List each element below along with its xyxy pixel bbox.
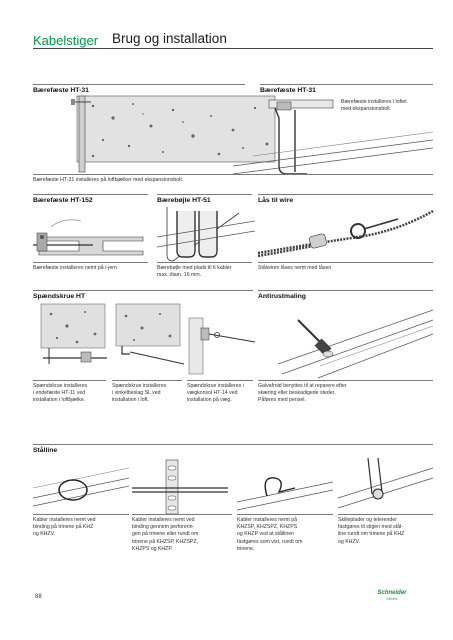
section-rule: [33, 194, 148, 195]
caption-ht152: Bærefæste installeres nemt på I-jern.: [33, 265, 119, 271]
section-title-ht51: Bærebøjle HT-51: [157, 197, 211, 204]
section-title-ht152: Bærefæste HT-152: [33, 197, 93, 204]
illustration-staalline-a: [32, 467, 130, 507]
section-rule: [112, 380, 182, 381]
section-rule: [157, 262, 252, 263]
illustration-spaendskrue-b: [115, 303, 185, 365]
caption-staalline-b: Kabler installeres nemt ved binding genn…: [132, 517, 199, 552]
section-rule: [258, 194, 433, 195]
caption-spaendskrue-a: Spændskrue installeres i endefæste HT-11…: [33, 383, 88, 404]
caption-antirust: Galvafroid benyttes til at reparere efte…: [258, 383, 347, 404]
section-rule: [260, 84, 433, 85]
logo-brand: Schneider: [377, 590, 407, 596]
logo-sub: Electric: [386, 597, 398, 601]
illustration-staalline-d: [337, 457, 434, 509]
illustration-ht152: [33, 219, 144, 256]
section-rule: [33, 84, 245, 85]
caption-spaendskrue-b: Spændskrue installeres i vinkelbeslag SL…: [112, 383, 167, 404]
caption-ht51: Bærebøjle med plads til 6 kabler max. di…: [157, 265, 232, 279]
section-rule: [33, 174, 433, 175]
section-rule: [187, 380, 253, 381]
header-rule: [33, 48, 433, 49]
caption-staalline-c: Kabler installeres nemt på KHZSP, KHZSPZ…: [237, 517, 303, 552]
section-title-staalline: Stålline: [33, 447, 58, 454]
section-rule: [33, 444, 433, 445]
section-rule: [33, 262, 148, 263]
illustration-antirust: [277, 309, 434, 379]
section-rule: [258, 262, 433, 263]
section-rule: [258, 290, 433, 291]
section-title-antirust: Antirustmaling: [258, 293, 306, 300]
caption-staalline-a: Kabler installeres nemt ved binding på t…: [33, 517, 96, 538]
section-rule: [132, 514, 232, 515]
illustration-ht51: [156, 207, 256, 262]
section-title-ht31-right: Bærefæste HT-31: [260, 87, 316, 94]
caption-ht31-right: Bærefæste installeres i loftet med ekspa…: [341, 99, 407, 113]
section-rule: [33, 290, 253, 291]
page-subtitle: Brug og installation: [112, 31, 227, 46]
illustration-staalline-b: [132, 459, 228, 515]
section-title-wire-lock: Lås til wire: [258, 197, 294, 204]
illustration-staalline-c: [236, 477, 334, 511]
section-rule: [338, 514, 433, 515]
section-rule: [33, 514, 129, 515]
section-rule: [258, 380, 433, 381]
section-rule: [157, 194, 252, 195]
illustration-spaendskrue-c: [188, 317, 256, 375]
schneider-logo: Schneider Electric: [376, 590, 408, 601]
section-title-ht31-left: Bærefæste HT-31: [33, 87, 89, 94]
caption-staalline-d: Skilleplader og telerender fastgøres til…: [338, 517, 405, 545]
illustration-spaendskrue-a: [40, 303, 107, 364]
section-rule: [237, 514, 333, 515]
page-title: Kabelstiger: [33, 33, 99, 48]
illustration-wire-lock: [257, 209, 434, 258]
caption-spaendskrue-c: Spændskrue installeres i vægkonsol HT-14…: [187, 383, 244, 404]
section-rule: [33, 380, 106, 381]
caption-ht31-bottom: Bærefæste HT-31 installeres på loftbjælk…: [33, 177, 184, 183]
caption-wire-lock: Stålwiren låses nemt med låsen: [258, 265, 332, 271]
page-number: 88: [35, 594, 42, 600]
section-title-spaendskrue: Spændskrue HT: [33, 293, 86, 300]
illustration-ht31-ceiling: [71, 95, 434, 175]
